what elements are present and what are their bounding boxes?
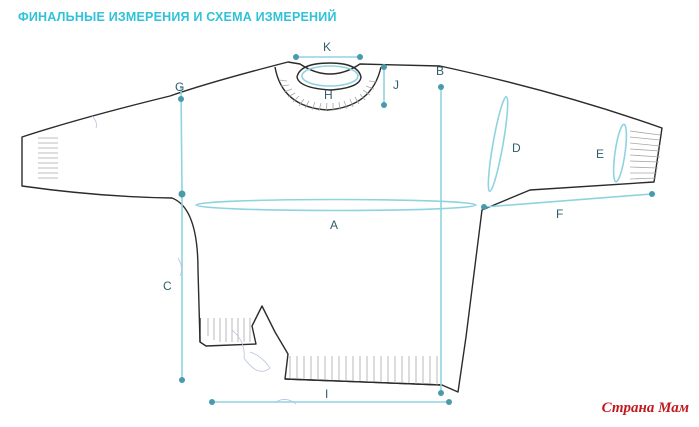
sweater-outline: [21, 61, 663, 393]
left-cuff-ribbing: [38, 137, 58, 179]
measure-point: [381, 102, 387, 108]
measure-ellipse-d: [487, 95, 509, 193]
measurement-label-g: G: [175, 80, 185, 94]
measure-ellipse-e: [612, 123, 628, 183]
pencil-scribble: [275, 399, 297, 405]
hem-ribbing-left: [207, 318, 251, 342]
measurement-label-j: J: [393, 78, 399, 92]
pencil-scribble: [91, 115, 97, 129]
measurement-label-f: F: [556, 207, 564, 221]
measure-point: [649, 191, 655, 197]
page-title: ФИНАЛЬНЫЕ ИЗМЕРЕНИЯ И СХЕМА ИЗМЕРЕНИЙ: [18, 10, 337, 24]
measurement-label-a: A: [330, 218, 339, 232]
measurement-label-i: I: [325, 387, 329, 401]
measure-line-g: [180, 85, 183, 193]
neck-ribbing: [278, 79, 378, 112]
neckline-inner: [296, 62, 362, 91]
measurement-label-d: D: [512, 141, 521, 155]
measure-point: [438, 84, 444, 90]
measure-ellipse-a: [195, 198, 477, 212]
measurement-lines: [180, 56, 653, 403]
pencil-scribble: [177, 257, 182, 277]
ribbing: [38, 79, 661, 385]
measure-point: [293, 54, 299, 60]
sweater-body-outline: [21, 61, 663, 393]
measure-line-f: [483, 193, 653, 208]
neckline-outer: [274, 66, 382, 111]
measurement-label-e: E: [596, 147, 605, 161]
hem-edge: [284, 378, 443, 386]
measurement-label-c: C: [163, 279, 172, 293]
measure-point: [209, 399, 215, 405]
measurement-label-k: K: [323, 40, 332, 54]
measure-point: [381, 64, 387, 70]
right-cuff-ribbing: [629, 130, 661, 180]
pencil-scribble: [231, 329, 271, 372]
measure-ellipse-h: [301, 65, 359, 87]
measurement-endpoints: [178, 54, 655, 405]
hem-ribbing-right: [289, 356, 438, 385]
measure-point: [446, 399, 452, 405]
watermark-logo: Страна Мам: [601, 400, 689, 416]
measure-point: [481, 204, 487, 210]
measure-point: [438, 390, 444, 396]
measurement-label-b: B: [436, 64, 445, 78]
measure-point: [357, 54, 363, 60]
measure-point: [179, 377, 185, 383]
measure-point: [178, 96, 184, 102]
measure-point: [178, 190, 186, 198]
pencil-marks: [91, 115, 297, 405]
measurement-label-h: H: [324, 88, 333, 102]
